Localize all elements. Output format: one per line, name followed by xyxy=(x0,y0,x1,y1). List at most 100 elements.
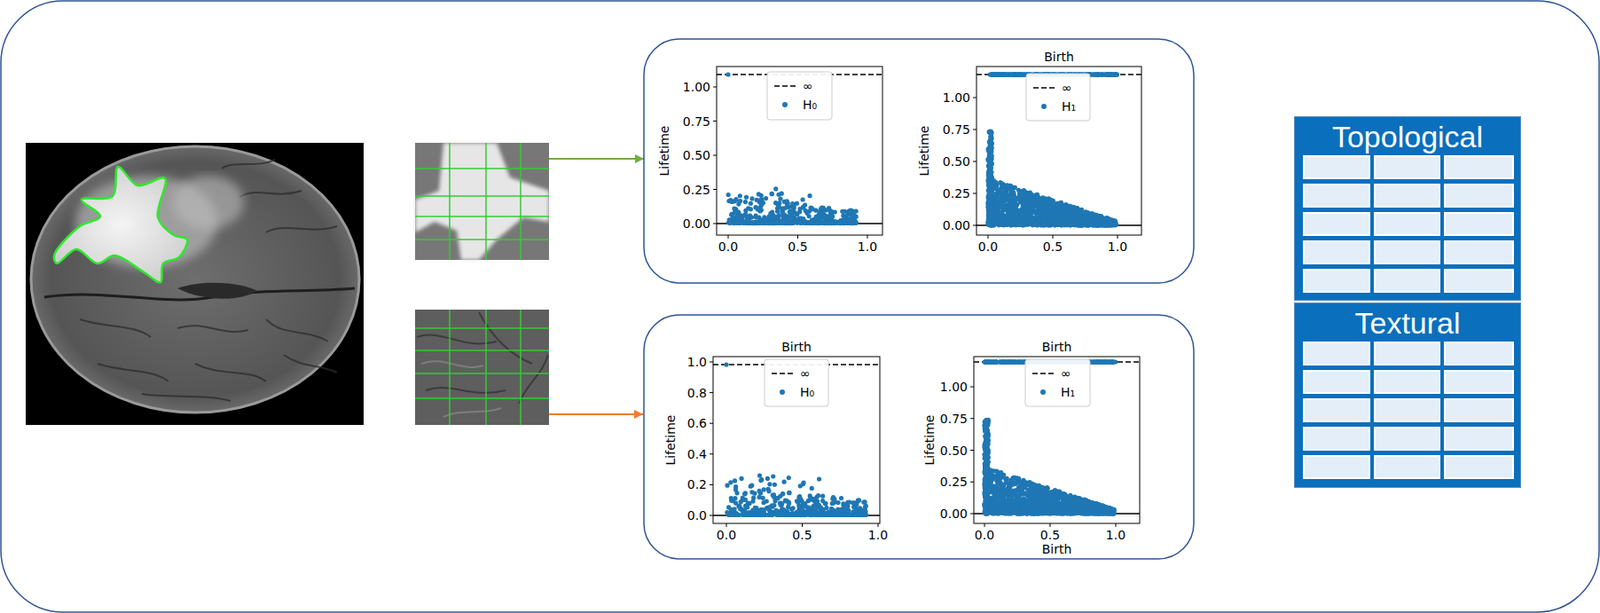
diagram-point xyxy=(725,71,730,77)
diagram-point xyxy=(800,196,805,202)
patch-background xyxy=(415,309,550,425)
diagram-point xyxy=(794,211,800,217)
diagram-point xyxy=(1004,220,1010,226)
diagram-point xyxy=(735,213,740,219)
diagram-point xyxy=(1042,204,1047,210)
diagram-point xyxy=(825,219,831,225)
diagram-point xyxy=(997,216,1003,221)
diagram-point xyxy=(1046,199,1051,204)
diagram-point xyxy=(1066,212,1072,218)
diagram-point xyxy=(773,186,778,191)
legend-box xyxy=(767,71,832,120)
diagram-point xyxy=(802,202,808,207)
diagram-point xyxy=(999,204,1004,210)
diagram-point xyxy=(773,200,778,205)
diagram-point xyxy=(731,205,737,211)
legend-dot-sample xyxy=(782,101,788,108)
diagram-point xyxy=(1087,214,1092,220)
diagram-point xyxy=(831,220,837,226)
diagram-point xyxy=(818,206,824,212)
diagram-point xyxy=(1004,194,1010,199)
diagram-point xyxy=(1071,220,1076,226)
diagram-point xyxy=(737,193,743,198)
diagram-point xyxy=(784,198,790,204)
diagram-point xyxy=(729,219,735,225)
diagram-point xyxy=(743,199,748,204)
diagram-point xyxy=(807,193,812,198)
diagram-point xyxy=(1113,222,1118,228)
diagram-point xyxy=(804,211,809,216)
diagram-point xyxy=(998,211,1004,216)
diagram-point xyxy=(823,213,829,219)
diagram-point xyxy=(760,200,766,205)
diagram-point xyxy=(744,195,749,200)
diagram-point xyxy=(777,196,783,202)
diagram-point xyxy=(1025,210,1030,215)
diagram-point xyxy=(791,214,796,220)
diagram-point xyxy=(1055,211,1060,216)
diagram-point xyxy=(1028,198,1034,204)
diagram-point xyxy=(1005,202,1011,207)
diagram-point xyxy=(748,201,753,206)
diagram-point xyxy=(814,215,819,220)
diagram-point xyxy=(1040,213,1045,219)
diagram-point xyxy=(1108,220,1114,226)
diagram-point xyxy=(1098,214,1104,220)
diagram-point xyxy=(775,209,780,214)
diagram-point xyxy=(767,215,772,220)
diagram-point xyxy=(852,220,857,226)
diagram-point xyxy=(1063,218,1068,223)
diagram-point xyxy=(997,180,1003,185)
diagram-point xyxy=(830,209,835,214)
persistence-plot xyxy=(713,66,883,239)
diagram-point xyxy=(769,191,775,197)
diagram-point xyxy=(850,212,855,218)
diagram-point xyxy=(846,211,851,216)
diagram-point xyxy=(1040,221,1045,227)
diagram-point xyxy=(728,197,733,203)
diagram-point xyxy=(1081,219,1086,225)
diagram-point xyxy=(1050,221,1056,227)
diagram-point xyxy=(810,206,816,212)
diagram-point xyxy=(784,204,789,210)
diagram-point xyxy=(749,196,754,201)
edema-glow xyxy=(172,175,244,229)
diagram-point xyxy=(1061,204,1067,210)
diagram-point xyxy=(1027,219,1033,225)
diagram-point xyxy=(1094,222,1099,228)
diagram-point xyxy=(1102,222,1107,228)
diagram-point xyxy=(1072,210,1077,215)
diagram-point xyxy=(997,221,1003,227)
tumor-patch xyxy=(415,142,550,260)
diagram-point xyxy=(743,208,748,213)
diagram-point xyxy=(1104,215,1109,220)
diagram-point xyxy=(1035,204,1040,210)
diagram-point xyxy=(1078,213,1083,219)
diagram-point xyxy=(995,203,1000,208)
diagram-point xyxy=(1020,214,1026,220)
diagram-point xyxy=(773,214,778,220)
persistence-plot xyxy=(972,66,1142,239)
diagram-point xyxy=(759,193,764,198)
diagram-point xyxy=(1022,194,1028,199)
diagram-point xyxy=(1058,209,1064,214)
diagram-point xyxy=(847,219,853,225)
diagram-point xyxy=(994,184,999,189)
diagram-point xyxy=(1054,201,1059,206)
diagram-point xyxy=(1008,185,1013,190)
diagram-point xyxy=(806,219,811,225)
diagram-point xyxy=(1093,218,1099,223)
diagram-point xyxy=(1012,185,1018,190)
diagram-point xyxy=(1019,222,1025,228)
diagram-point xyxy=(826,205,832,211)
diagram-point xyxy=(783,219,788,224)
diagram-point xyxy=(769,220,775,226)
diagram-point xyxy=(776,192,781,197)
diagram-point xyxy=(748,206,753,212)
diagram-point xyxy=(763,220,769,226)
diagram-point xyxy=(726,192,731,197)
diagram-point xyxy=(790,201,795,206)
diagram-point xyxy=(745,216,750,221)
diagram-point xyxy=(750,220,755,226)
